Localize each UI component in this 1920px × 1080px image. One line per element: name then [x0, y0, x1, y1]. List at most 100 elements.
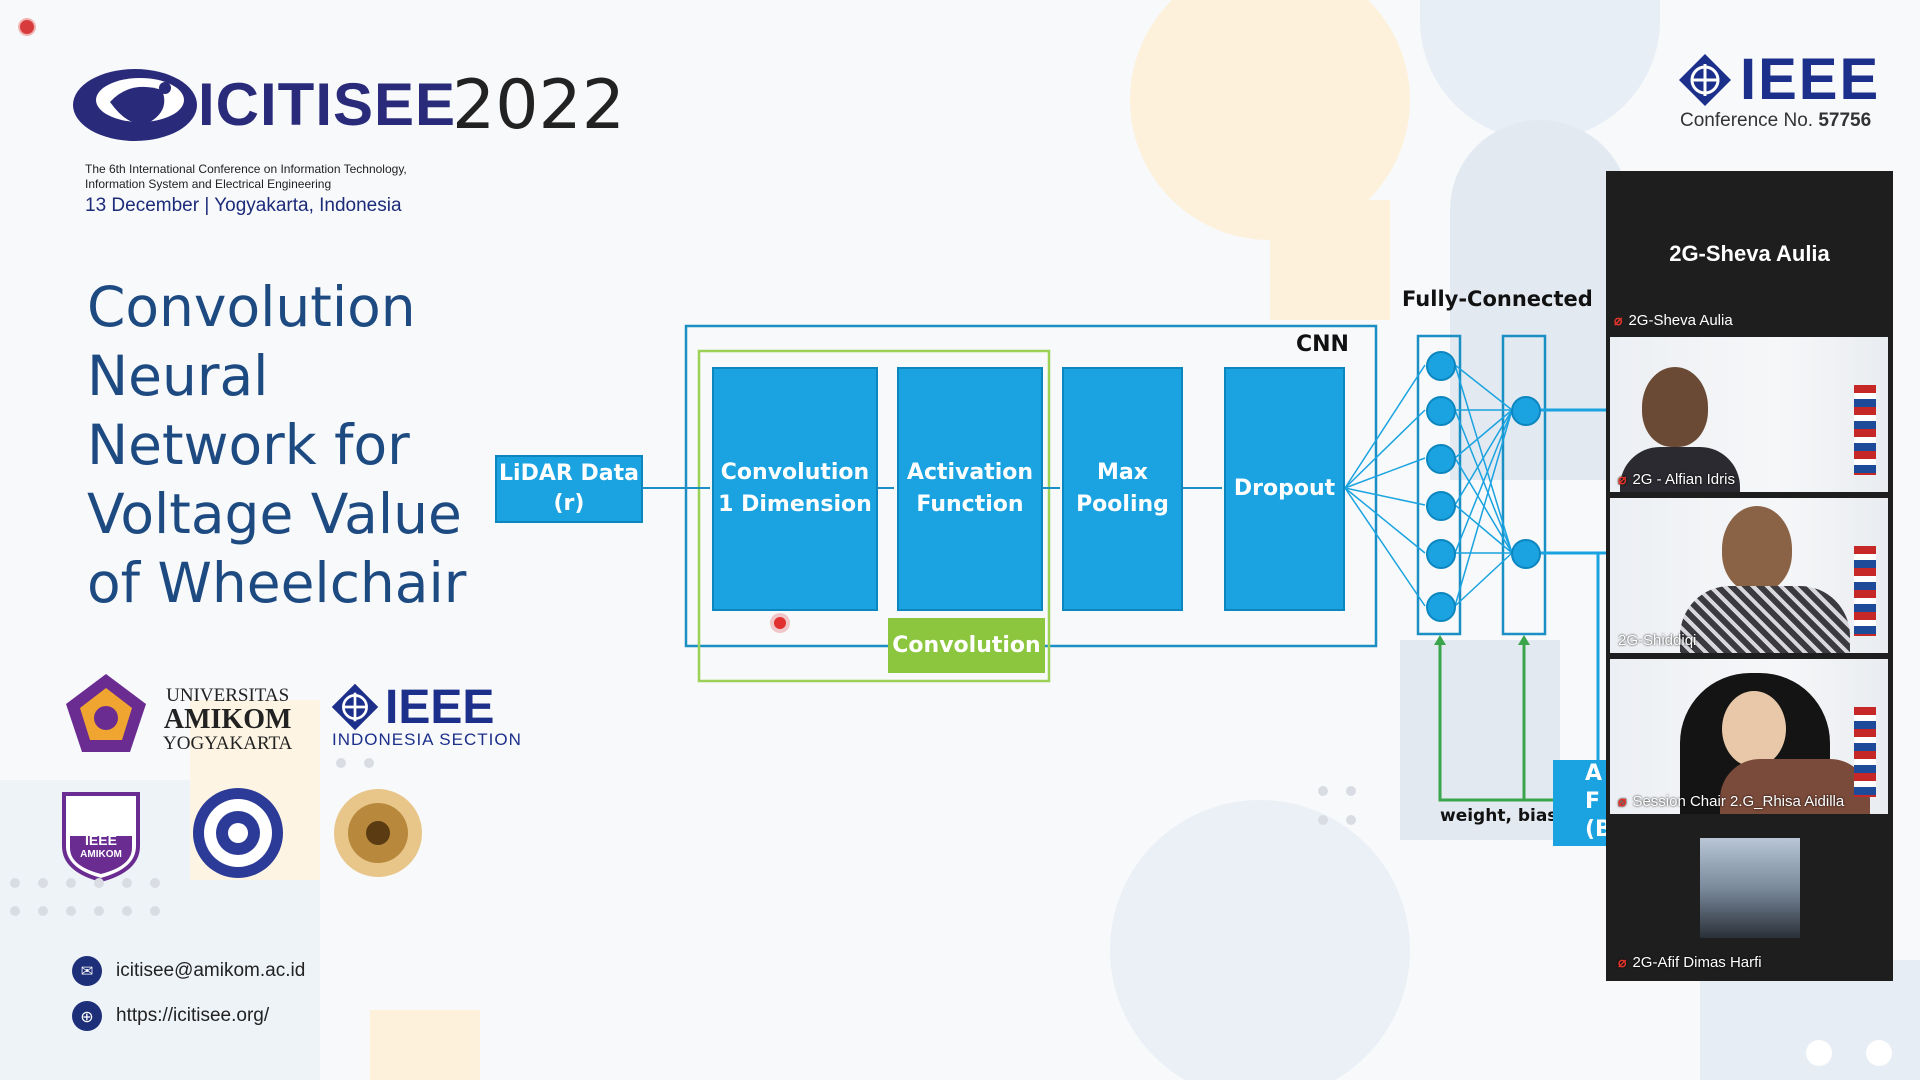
muted-mic-icon: ⌀ [1618, 954, 1627, 970]
participant-name: 2G-Afif Dimas Harfi [1632, 954, 1762, 971]
participant-avatar [1700, 838, 1800, 938]
conference-number-value: 57756 [1818, 110, 1872, 131]
decor-dot [122, 906, 132, 916]
amikom-line2: AMIKOM [163, 704, 292, 735]
decor-bottom-yellow [370, 1010, 480, 1080]
decor-dot [10, 878, 20, 888]
dropout-label: Dropout [1233, 476, 1336, 501]
conference-description-line1: The 6th International Conference on Info… [85, 162, 407, 176]
participant-label: 2G-Shiddiqi [1618, 632, 1696, 649]
participant-name: 2G-Sheva Aulia [1628, 312, 1733, 329]
laser-pointer-icon [774, 617, 786, 629]
decor-dot [94, 878, 104, 888]
recording-indicator-icon[interactable] [18, 18, 36, 36]
ieee-section-diamond-icon [331, 683, 379, 731]
participant-face [1722, 691, 1786, 767]
decor-dot [66, 906, 76, 916]
conference-date-location: 13 December | Yogyakarta, Indonesia [85, 195, 402, 216]
participant-video-tile[interactable]: 2G-Shiddiqi [1610, 498, 1888, 653]
envelope-icon: ✉ [72, 956, 102, 986]
decor-dot [10, 906, 20, 916]
participant-video-tile[interactable]: ⌀ 2G - Alfian Idris [1610, 337, 1888, 492]
ieee-section-brand: IEEE [385, 681, 495, 734]
participant-row[interactable]: ⌀ 2G-Sheva Aulia [1614, 312, 1733, 329]
muted-mic-icon: ⌀ [1618, 471, 1627, 487]
slide-title-line: Network for [87, 413, 410, 477]
active-speaker-name: 2G-Sheva Aulia [1669, 241, 1830, 266]
lidar-input-line2: (r) [553, 491, 585, 516]
fc1-node [1426, 491, 1456, 521]
fc2-node [1511, 539, 1541, 569]
participant-label: ⌀ Session Chair 2.G_Rhisa Aidilla [1618, 793, 1844, 810]
icitisee-logo-emblem-icon [73, 69, 197, 141]
fully-connected-label: Fully-Connected [1402, 287, 1593, 311]
slide-title-line: Convolution [87, 275, 416, 339]
flag-strip [1854, 385, 1876, 475]
convolution-box [697, 349, 1051, 683]
amikom-line1: UNIVERSITAS [166, 685, 290, 706]
video-participants-panel[interactable]: 2G-Sheva Aulia ⌀ 2G-Sheva Aulia ⌀ 2G - A… [1606, 171, 1893, 981]
decor-dot [94, 906, 104, 916]
decor-dot [1346, 815, 1356, 825]
fc1-node [1426, 539, 1456, 569]
participant-name: 2G-Shiddiqi [1618, 632, 1697, 649]
muted-mic-icon: ⌀ [1618, 793, 1627, 809]
ieee-section-label: INDONESIA SECTION [332, 730, 522, 749]
fc-layer-2 [1501, 334, 1547, 636]
conference-name: ICITISEE [198, 71, 457, 138]
decor-dot [336, 758, 346, 768]
decor-square-yellow [1270, 200, 1390, 320]
decor-arch [1450, 120, 1630, 480]
decor-dot [122, 878, 132, 888]
decor-dot [1866, 1040, 1892, 1066]
fc1-node [1426, 396, 1456, 426]
conv1d-line1: Convolution [720, 460, 870, 485]
university-emblem-icon [334, 789, 422, 877]
conference-description-line2: Information System and Electrical Engine… [85, 177, 332, 191]
participant-label: ⌀ 2G-Afif Dimas Harfi [1618, 954, 1762, 971]
slide-title-line: Voltage Value [87, 482, 462, 546]
participant-name: 2G - Alfian Idris [1632, 471, 1735, 488]
decor-dot [1346, 786, 1356, 796]
dropout-block: Dropout [1224, 367, 1345, 611]
partially-hidden-block: A F (B [1553, 760, 1613, 846]
email-contact[interactable]: ✉ icitisee@amikom.ac.id [72, 956, 305, 986]
weight-bias-label: weight, bias [1440, 806, 1558, 826]
participant-shoulders [1720, 759, 1870, 814]
globe-icon: ⊕ [72, 1001, 102, 1031]
maxpool-line2: Pooling [1076, 492, 1169, 517]
lidar-input-block: LiDAR Data (r) [495, 455, 643, 523]
fc-layer-1 [1416, 334, 1462, 636]
decor-dot [1806, 1040, 1832, 1066]
ieee-badge-top-text: IEEE [85, 832, 117, 848]
website-url: https://icitisee.org/ [116, 1005, 270, 1026]
participant-video-tile[interactable]: ⌀ Session Chair 2.G_Rhisa Aidilla [1610, 659, 1888, 814]
amikom-logo-icon [66, 674, 146, 752]
email-address: icitisee@amikom.ac.id [116, 960, 306, 981]
website-contact[interactable]: ⊕ https://icitisee.org/ [72, 1001, 269, 1031]
amikom-text: UNIVERSITAS AMIKOM YOGYAKARTA [163, 684, 292, 756]
muted-mic-icon: ⌀ [1614, 312, 1623, 328]
participant-video-tile[interactable]: ⌀ 2G-Afif Dimas Harfi [1610, 820, 1888, 975]
cnn-label: CNN [1296, 332, 1349, 357]
fc1-node [1426, 444, 1456, 474]
participant-name: Session Chair 2.G_Rhisa Aidilla [1632, 793, 1845, 810]
convolution-label: Convolution [888, 618, 1045, 673]
activation-line1: Activation [906, 460, 1034, 485]
decor-dot [150, 906, 160, 916]
ieee-badge-bottom-text: AMIKOM [80, 849, 122, 860]
flag-strip [1854, 707, 1876, 797]
partial-block-line1: A [1585, 761, 1603, 786]
lidar-input-line1: LiDAR Data [499, 461, 639, 486]
participant-shoulders [1620, 447, 1740, 492]
decor-dot [1318, 815, 1328, 825]
participant-shoulders [1680, 586, 1850, 653]
activation-line2: Function [916, 492, 1024, 517]
fc2-node [1511, 396, 1541, 426]
slide-title-line: of Wheelchair [87, 551, 467, 615]
participant-head [1642, 367, 1708, 447]
